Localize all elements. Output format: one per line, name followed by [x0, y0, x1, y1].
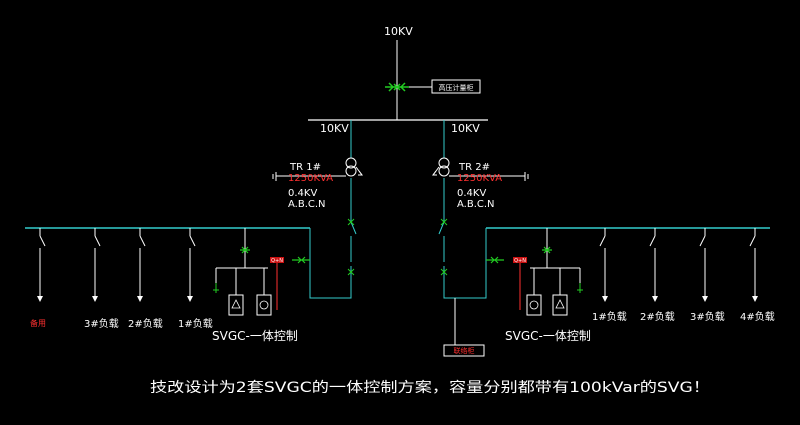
left-load-3: 3#负载: [84, 317, 119, 330]
left-svgc-tag-label: Q+N: [271, 258, 283, 264]
tr1-lv: 0.4KV: [288, 188, 317, 199]
transformer-tr1-icon: [345, 157, 363, 177]
left-svgc-unit-icons: [231, 299, 269, 310]
left-spare-label: 备用: [30, 318, 46, 328]
left-svgc-capacitor-icon: [213, 283, 219, 293]
right-svgc-branch: [526, 228, 581, 316]
left-svgc-branch: [215, 228, 272, 316]
left-feeder-arrows: [37, 296, 193, 302]
right-feeder-arrows: [602, 296, 758, 302]
incomer-box-label: 高压计量柜: [439, 83, 474, 92]
left-svgc-breaker-icon: [240, 246, 250, 254]
left-load-2: 2#负载: [128, 317, 163, 330]
tr1-ground-icon: [272, 172, 277, 181]
left-feeders: [39, 228, 196, 298]
right-svgc-breaker-icon: [542, 246, 552, 254]
hv-bus-left-label: 10KV: [320, 122, 349, 135]
left-bus-tie-breaker-icon: [292, 256, 310, 264]
right-load-2: 2#负载: [640, 310, 675, 323]
right-feeders: [599, 228, 756, 298]
right-svgc-tag-label: Q+N: [514, 258, 526, 264]
incomer-box: [431, 79, 481, 94]
tr2-phases: A.B.C.N: [457, 199, 495, 210]
right-svgc-unit-icons: [529, 299, 565, 310]
tr2-rating: 1250KVA: [457, 173, 502, 184]
design-note: 技改设计为2套SVGC的一体控制方案，容量分别都带有100kVar的SVG！: [150, 379, 710, 396]
left-svgc-label: SVGC-一体控制: [212, 329, 298, 343]
lv-incomer-breakers-icon: [347, 218, 448, 276]
transformer-drops: [350, 120, 445, 158]
hv-bus-right-label: 10KV: [451, 122, 480, 135]
tr2-name: TR 2#: [458, 162, 490, 173]
tr1-rating: 1250KVA: [288, 173, 333, 184]
incoming-breaker-icon: [385, 82, 409, 92]
tr1-phases: A.B.C.N: [288, 199, 326, 210]
tie-box: [443, 344, 485, 357]
right-load-1: 1#负载: [592, 310, 627, 323]
right-svgc-capacitor-icon: [577, 283, 583, 293]
right-svgc-tag: [513, 257, 527, 263]
left-svgc-tag: [270, 257, 284, 263]
incoming-voltage-label: 10KV: [384, 25, 413, 38]
lv-incomer-left: [309, 178, 357, 299]
left-load-1: 1#负载: [178, 317, 213, 330]
tr2-lv: 0.4KV: [457, 188, 486, 199]
tr1-name: TR 1#: [289, 162, 321, 173]
tr2-ground-icon: [524, 172, 529, 181]
transformer-tr2-icon: [432, 157, 450, 177]
lv-incomer-right: [438, 178, 487, 299]
right-bus-tie-breaker-icon: [486, 256, 504, 264]
right-load-3: 3#负载: [690, 310, 725, 323]
right-svgc-label: SVGC-一体控制: [505, 329, 591, 343]
tie-box-label: 联络柜: [454, 346, 475, 355]
right-load-4: 4#负载: [740, 310, 775, 323]
